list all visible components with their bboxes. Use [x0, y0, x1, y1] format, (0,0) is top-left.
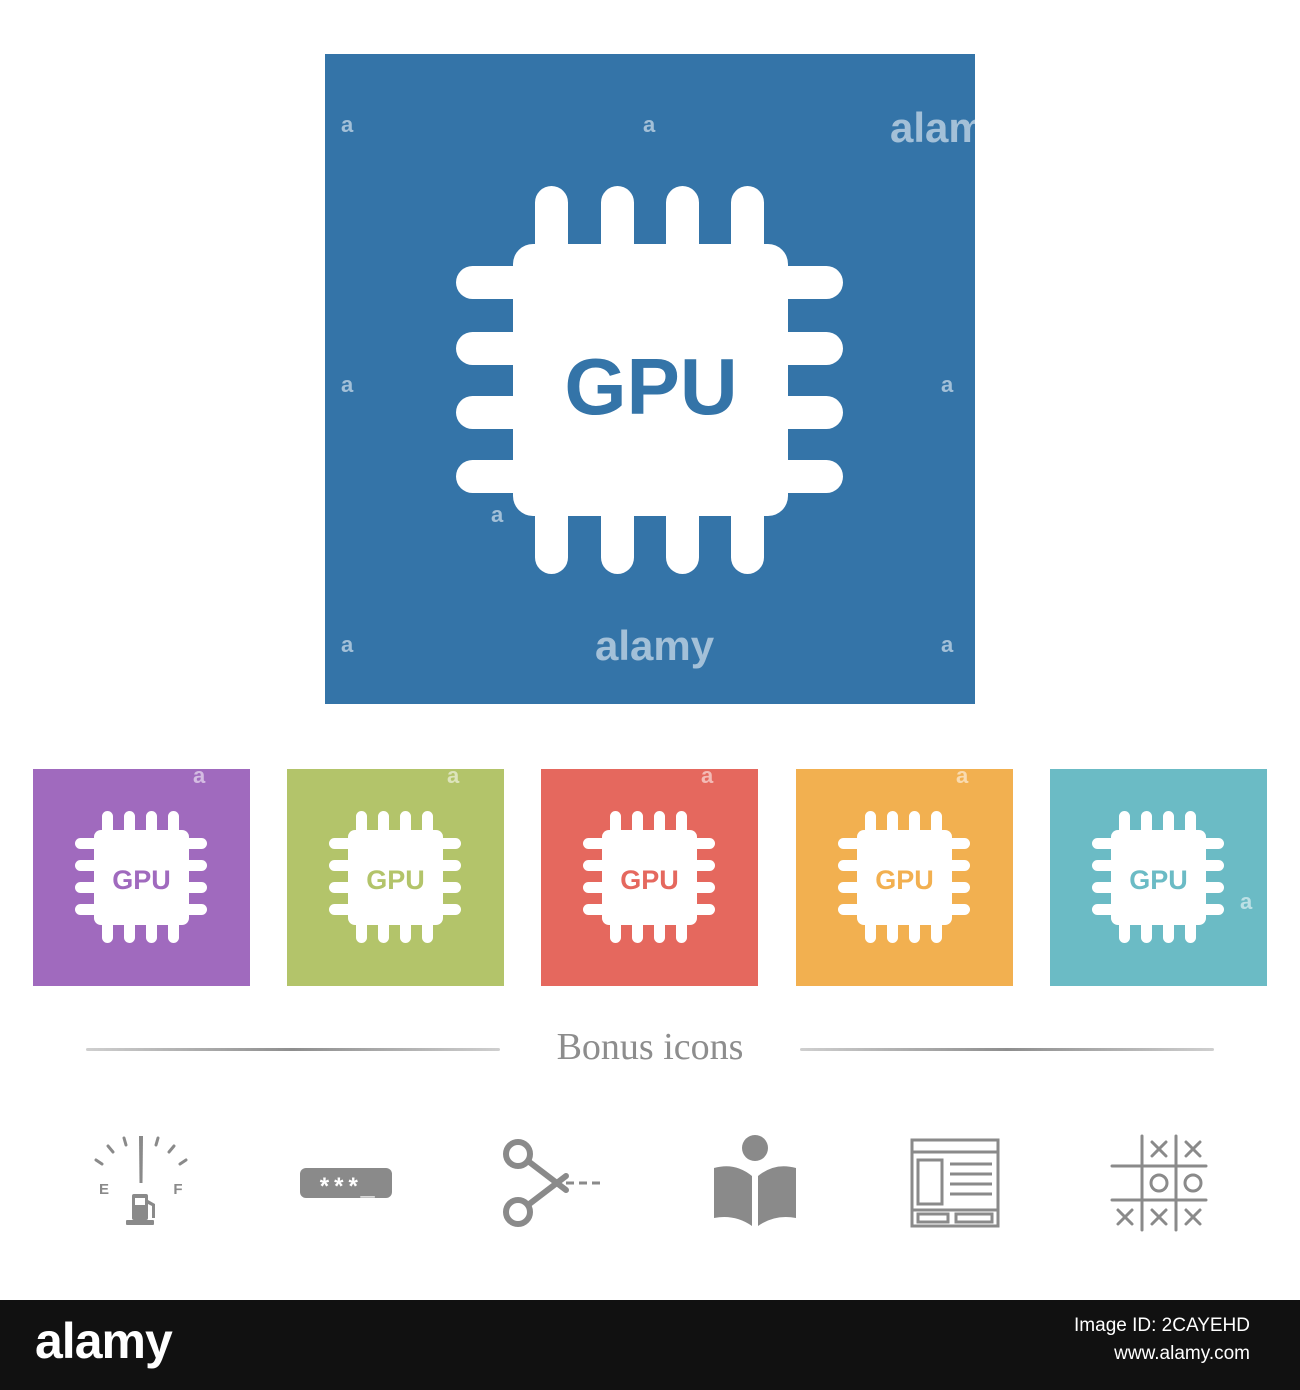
scissors-cut-line-icon	[496, 1128, 606, 1238]
fuel-gauge-icon: E F	[86, 1128, 196, 1238]
gpu-variant-label: GPU	[366, 865, 425, 895]
gauge-empty-label: E	[99, 1181, 109, 1198]
divider-line-left	[86, 1048, 500, 1051]
reading-person-icon	[700, 1128, 810, 1238]
gpu-variant-label: GPU	[1129, 865, 1188, 895]
gpu-chip-icon: GPU	[838, 811, 970, 943]
gpu-variant-label: GPU	[875, 865, 934, 895]
divider-line-right	[800, 1048, 1214, 1051]
footer-image-info: Image ID: 2CAYEHD www.alamy.com	[1074, 1312, 1250, 1368]
footer-site: www.alamy.com	[1114, 1343, 1250, 1364]
gpu-variant-label: GPU	[620, 865, 679, 895]
gpu-chip-icon: GPU	[75, 811, 207, 943]
web-page-layout-icon	[900, 1128, 1010, 1238]
footer-logo: alamy	[35, 1313, 173, 1369]
bonus-icons-label: Bonus icons	[556, 1026, 744, 1068]
gpu-chip-icon: GPU	[329, 811, 461, 943]
main-gpu-tile: GPU a a alam a a a alamy a a	[325, 54, 975, 704]
password-field-icon: ***_	[296, 1128, 406, 1238]
footer-bar: alamy Image ID: 2CAYEHD www.alamy.com	[0, 1300, 1300, 1390]
gauge-full-label: F	[173, 1181, 182, 1198]
gpu-variant-label: GPU	[112, 865, 171, 895]
gpu-chip-icon: GPU	[583, 811, 715, 943]
tic-tac-toe-icon	[1104, 1128, 1214, 1238]
gpu-chip-icon: GPU	[456, 186, 843, 574]
bonus-divider: Bonus icons	[0, 1015, 1300, 1085]
footer-image-id: Image ID: 2CAYEHD	[1074, 1315, 1250, 1336]
gpu-main-label: GPU	[564, 342, 737, 431]
gpu-chip-icon: GPU	[1092, 811, 1224, 943]
password-mask-text: ***_	[317, 1176, 375, 1203]
